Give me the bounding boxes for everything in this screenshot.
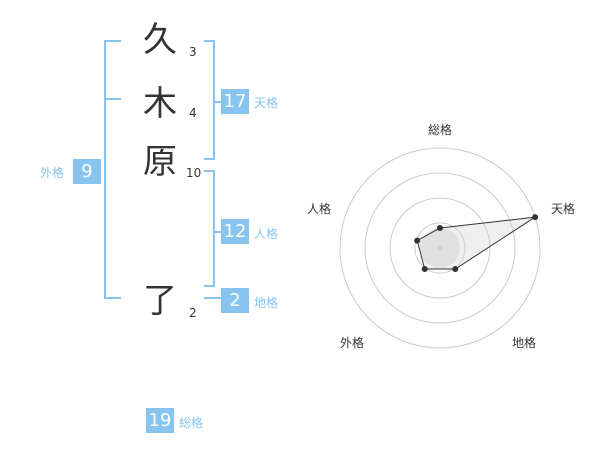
jinkaku-bracket-vertical xyxy=(213,170,215,287)
chikaku-bracket-top xyxy=(204,297,221,299)
jinkaku-bracket-top xyxy=(204,170,215,172)
jinkaku-value: 12 xyxy=(221,219,249,244)
chikaku-label: 地格 xyxy=(254,296,279,310)
chikaku-value: 2 xyxy=(221,288,249,313)
jinkaku-label: 人格 xyxy=(254,227,279,241)
radar-axis-label-tenkaku: 天格 xyxy=(551,201,575,216)
stroke-count-2: 4 xyxy=(189,106,197,120)
gaikaku-label: 外格 xyxy=(40,166,65,180)
radar-series-polygon xyxy=(416,216,536,270)
radar-ring-3 xyxy=(364,172,516,324)
tenkaku-bracket-bottom xyxy=(204,158,215,160)
radar-point-4 xyxy=(421,266,428,272)
radar-point-1 xyxy=(437,225,443,231)
name-char-1: 久 xyxy=(143,20,177,60)
tenkaku-connector xyxy=(213,101,221,103)
name-char-4: 了 xyxy=(143,281,177,321)
radar-axis-label-chikaku: 地格 xyxy=(512,335,536,350)
radar-point-2 xyxy=(532,214,539,221)
gaikaku-bracket-mid xyxy=(104,98,121,100)
tenkaku-bracket-top xyxy=(204,40,215,42)
name-char-3: 原 xyxy=(143,142,177,182)
stroke-count-4: 2 xyxy=(189,306,197,320)
name-char-2: 木 xyxy=(143,84,177,124)
gaikaku-bracket-bottom xyxy=(104,297,121,299)
jinkaku-bracket-bottom xyxy=(204,285,215,287)
tenkaku-value: 17 xyxy=(221,89,249,114)
tenkaku-label: 天格 xyxy=(254,96,279,110)
radar-axis-label-jinkaku: 人格 xyxy=(307,201,331,216)
radar-point-3 xyxy=(452,266,459,272)
radar-axis-label-soukaku: 総格 xyxy=(428,122,452,137)
soukaku-value: 19 xyxy=(146,408,174,433)
tenkaku-bracket-vertical xyxy=(213,40,215,160)
radar-center-dot xyxy=(437,245,443,251)
stroke-count-3: 10 xyxy=(186,166,202,180)
gaikaku-bracket-top xyxy=(104,40,121,42)
radar-ring-4 xyxy=(339,147,541,349)
jinkaku-connector xyxy=(213,231,221,233)
radar-point-5 xyxy=(414,237,421,244)
radar-axis-label-gaikaku: 外格 xyxy=(340,335,364,350)
gaikaku-bracket-vertical xyxy=(104,40,106,299)
radar-ring-1 xyxy=(414,222,466,274)
gaikaku-value: 9 xyxy=(73,159,101,184)
soukaku-label: 総格 xyxy=(179,416,204,430)
stroke-count-1: 3 xyxy=(189,45,197,59)
radar-ring-2 xyxy=(389,197,491,299)
